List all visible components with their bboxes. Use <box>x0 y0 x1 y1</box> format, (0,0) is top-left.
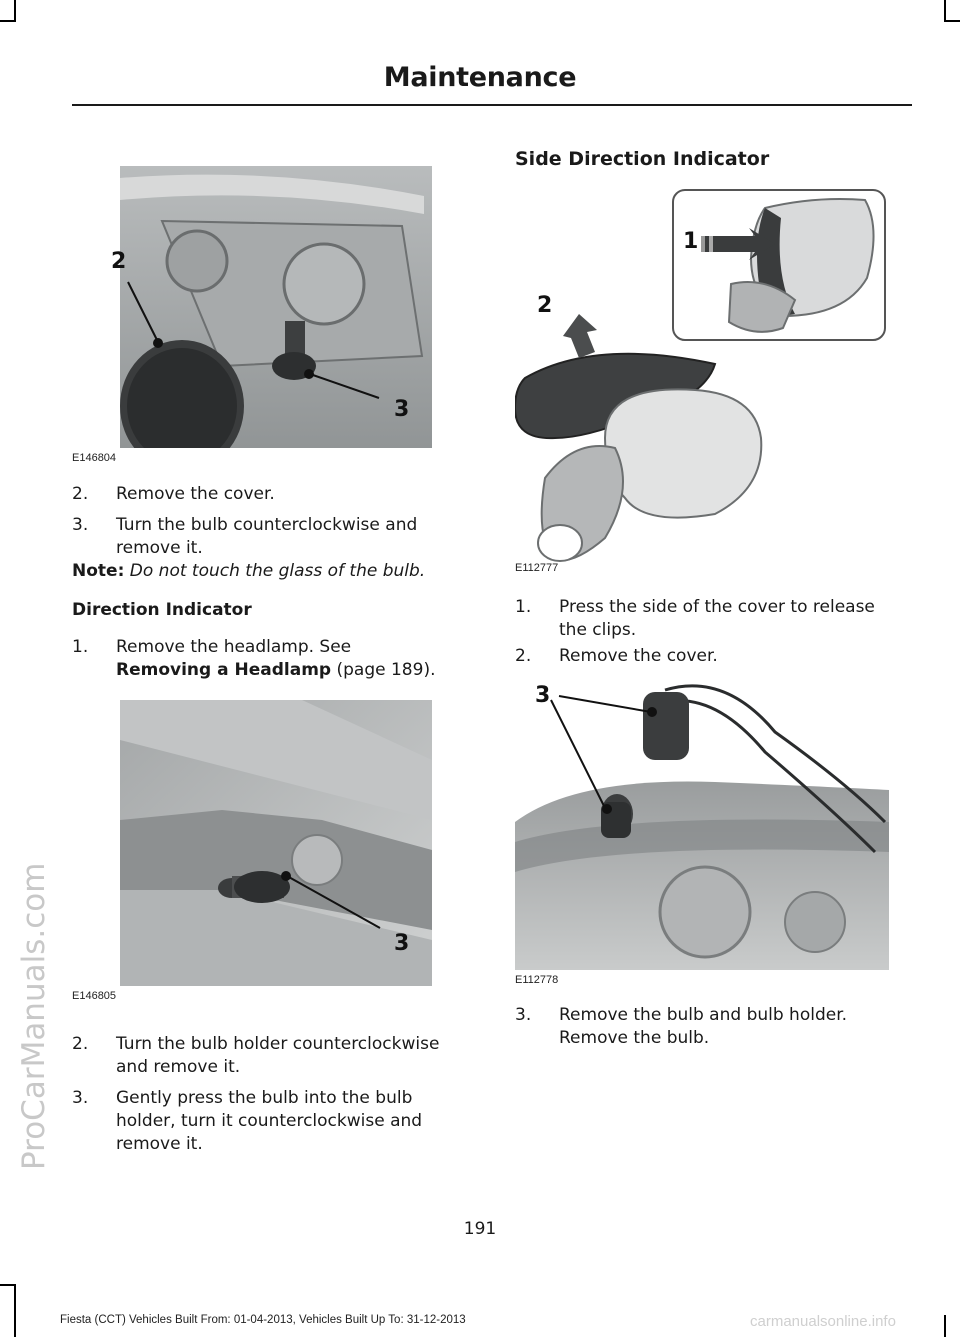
step-number: 3. <box>515 1005 532 1025</box>
figure-side-indicator-bulb: 3 E112778 <box>515 672 889 990</box>
crop-mark <box>14 0 16 22</box>
callout-3: 3 <box>394 931 409 956</box>
side-watermark: ProCarManuals.com <box>16 862 52 1170</box>
figure-code: E146805 <box>72 990 117 1002</box>
note-label: Note: <box>72 561 125 581</box>
step-item: 1. Press the side of the cover to releas… <box>515 596 925 642</box>
crop-mark <box>14 1284 16 1337</box>
step-text: Remove the bulb. <box>559 1028 710 1048</box>
step-text: Remove the cover. <box>116 484 275 504</box>
bottom-watermark: carmanualsonline.info <box>750 1313 896 1330</box>
step-text: Turn the bulb holder counterclockwise <box>116 1034 440 1054</box>
step-item: 3. Remove the bulb and bulb holder. Remo… <box>515 1004 925 1050</box>
step-item: 3. Turn the bulb counterclockwise and re… <box>72 514 472 560</box>
figure-headlamp-rear: 2 3 E146804 <box>72 166 432 470</box>
step-number: 3. <box>72 515 89 535</box>
figure-code: E112778 <box>515 974 559 986</box>
mirror-cover-illustration: 1 2 <box>515 189 886 562</box>
note-text: Do not touch the glass of the bulb. <box>129 561 426 581</box>
headlamp-illustration: 2 3 <box>72 166 432 470</box>
step-text: the clips. <box>559 620 637 640</box>
step-text: Removing a Headlamp (page 189). <box>116 659 435 682</box>
step-number: 3. <box>72 1088 89 1108</box>
crop-mark <box>0 1284 16 1286</box>
step-text: remove it. <box>116 538 203 558</box>
page-number: 191 <box>463 1219 497 1239</box>
step-number: 1. <box>515 597 532 617</box>
crop-mark <box>0 20 16 22</box>
page-reference: (page 189). <box>336 660 436 680</box>
header-rule <box>72 104 912 106</box>
step-text: Turn the bulb counterclockwise and <box>116 515 418 535</box>
figure-mirror-cover: 1 2 E112777 <box>515 188 889 576</box>
side-bulb-illustration: 3 <box>515 683 889 990</box>
cross-reference-link[interactable]: Removing a Headlamp <box>116 660 332 680</box>
crop-mark <box>944 0 946 22</box>
step-text: remove it. <box>116 1134 203 1154</box>
section-heading: Side Direction Indicator <box>515 148 770 170</box>
step-text: Remove the headlamp. See <box>116 637 352 657</box>
step-text: holder, turn it counterclockwise and <box>116 1111 423 1131</box>
step-number: 2. <box>515 646 532 666</box>
figure-code: E112777 <box>515 562 559 574</box>
step-number: 2. <box>72 484 89 504</box>
step-text: Remove the bulb and bulb holder. <box>559 1005 848 1025</box>
callout-3: 3 <box>394 397 409 422</box>
step-text: Press the side of the cover to release <box>559 597 875 617</box>
figure-direction-bulb: 3 E146805 <box>72 700 432 1006</box>
page-title: Maintenance <box>383 62 577 93</box>
step-text: Remove the cover. <box>559 646 718 666</box>
note: Note: Do not touch the glass of the bulb… <box>72 561 425 581</box>
callout-2: 2 <box>111 249 126 274</box>
step-text: Gently press the bulb into the bulb <box>116 1088 413 1108</box>
crop-mark <box>944 20 960 22</box>
step-item: 2. Turn the bulb holder counterclockwise… <box>72 1033 482 1079</box>
callout-3: 3 <box>535 683 550 708</box>
footer-text: Fiesta (CCT) Vehicles Built From: 01-04-… <box>60 1314 466 1326</box>
step-item: 2. Remove the cover. <box>72 483 472 506</box>
figure-code: E146804 <box>72 452 117 464</box>
step-item: 2. Remove the cover. <box>515 645 925 668</box>
callout-1: 1 <box>683 229 698 254</box>
crop-mark <box>944 1315 946 1337</box>
step-item: 1. Remove the headlamp. See Removing a H… <box>72 636 472 682</box>
step-text: and remove it. <box>116 1057 241 1077</box>
callout-2: 2 <box>537 293 552 318</box>
direction-bulb-illustration: 3 <box>72 700 432 1006</box>
step-item: 3. Gently press the bulb into the bulb h… <box>72 1087 482 1156</box>
step-number: 2. <box>72 1034 89 1054</box>
step-number: 1. <box>72 637 89 657</box>
section-heading: Direction Indicator <box>72 600 252 620</box>
